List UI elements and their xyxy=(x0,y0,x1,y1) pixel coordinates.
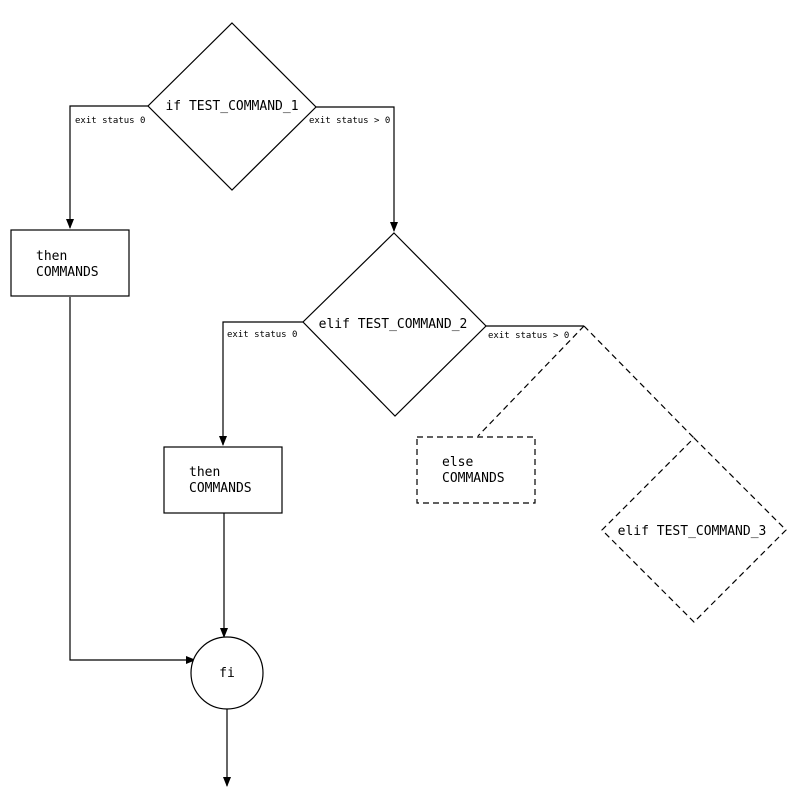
edge-label-if1-false: exit status > 0 xyxy=(309,116,390,126)
process-else-commands xyxy=(416,436,536,504)
edge-if1-to-then1 xyxy=(66,105,148,229)
edge-label-elif2-false: exit status > 0 xyxy=(488,331,569,341)
decision-elif-test-command-3-label: elif TEST_COMMAND_3 xyxy=(618,524,767,539)
process-then-2-line1: then xyxy=(189,465,220,480)
decision-elif-test-command-3 xyxy=(601,437,787,623)
process-then-commands-1 xyxy=(10,229,130,297)
edge-then1-to-fi xyxy=(69,297,196,664)
terminator-fi xyxy=(190,636,264,710)
edge-if1-to-elif2 xyxy=(316,106,398,232)
edge-label-if1-true: exit status 0 xyxy=(75,116,145,126)
process-then-2-line2: COMMANDS xyxy=(189,481,252,496)
process-else-line2: COMMANDS xyxy=(442,471,505,486)
decision-if-test-command-1-label: if TEST_COMMAND_1 xyxy=(165,99,298,114)
edge-to-else-dashed xyxy=(477,325,585,437)
edge-to-elif3-dashed xyxy=(583,325,695,439)
decision-elif-test-command-2-label: elif TEST_COMMAND_2 xyxy=(319,317,468,332)
process-then-1-line2: COMMANDS xyxy=(36,265,99,280)
decision-elif-test-command-2 xyxy=(302,232,487,417)
edge-label-elif2-true: exit status 0 xyxy=(227,330,297,340)
process-else-line1: else xyxy=(442,455,473,470)
process-then-commands-2 xyxy=(163,446,283,514)
terminator-fi-label: fi xyxy=(219,666,235,681)
decision-if-test-command-1 xyxy=(147,22,317,191)
edge-elif2-to-then2 xyxy=(219,321,303,446)
process-then-1-line1: then xyxy=(36,249,67,264)
